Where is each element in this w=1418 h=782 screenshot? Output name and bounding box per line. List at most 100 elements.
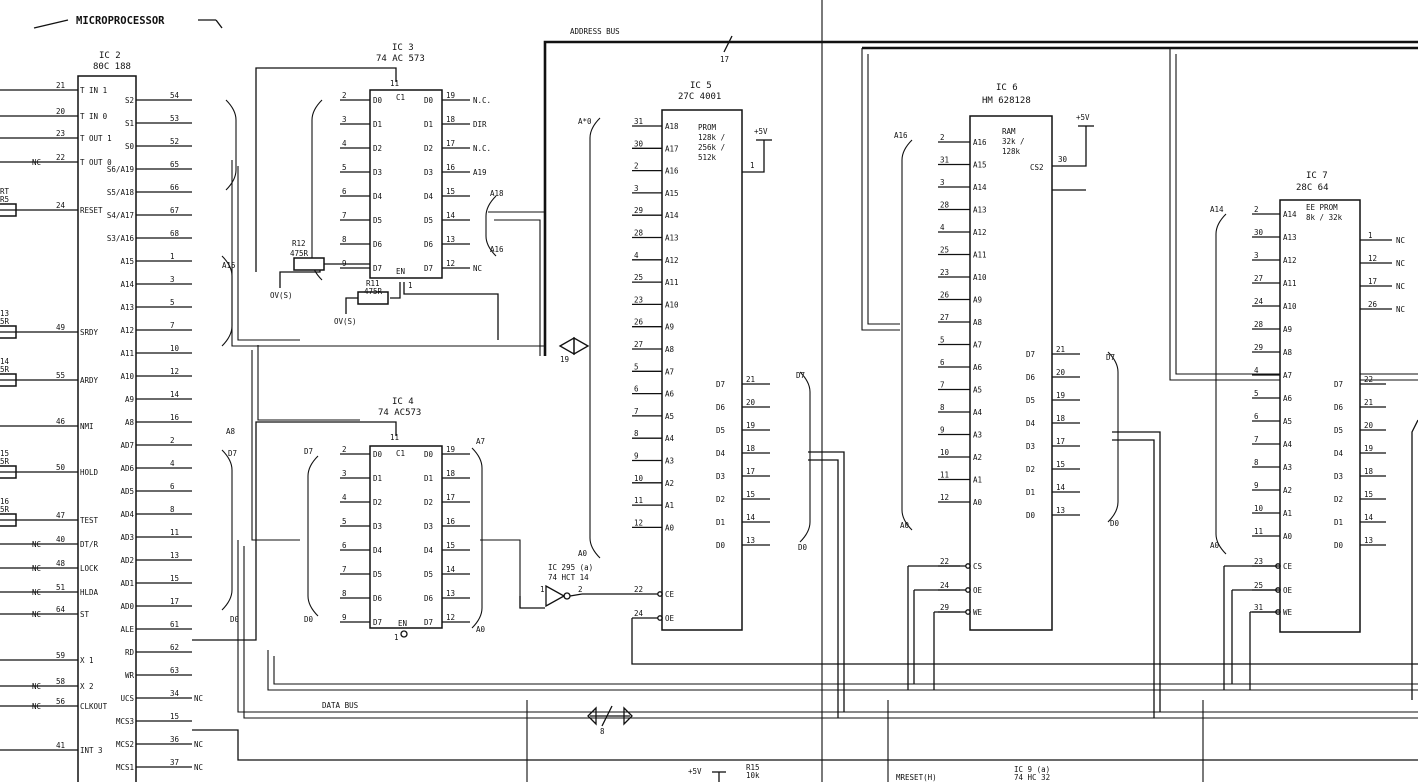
label-a0-c: A0 <box>900 521 910 530</box>
resistor-ref: 16 <box>0 497 10 506</box>
ic5-pin-6: 6A6 <box>632 385 675 399</box>
pin-name: A17 <box>665 144 679 153</box>
chip-description: 256k / <box>698 143 725 152</box>
pin-name: D1 <box>373 474 382 483</box>
pin-name: D6 <box>373 240 383 249</box>
label-a16-b: A16 <box>894 131 908 140</box>
pin-name: A13 <box>665 234 679 243</box>
pin-number: 66 <box>170 183 180 192</box>
pin-number: 23 <box>634 295 643 304</box>
pin-name: A9 <box>665 323 674 332</box>
label-d0-c: D0 <box>798 543 808 552</box>
bus-brackets: A15 A8 D7 D0 D7 D0 A7 A0 A18 A16 A*0 A0 … <box>221 99 1227 634</box>
pin-name: A15 <box>973 161 987 170</box>
ic6-type: HM 628128 <box>982 96 1031 106</box>
pin-number: 17 <box>1056 437 1065 446</box>
pin-name: A11 <box>120 349 134 358</box>
gate-type: 74 HCT 14 <box>548 573 589 582</box>
pin-number: 3 <box>1254 251 1259 260</box>
resistor-value: 5R <box>0 317 10 326</box>
pin-name: D2 <box>716 495 725 504</box>
pin-name: D5 <box>1334 426 1343 435</box>
pin-number: 15 <box>170 574 179 583</box>
label-a0-a: A0 <box>476 625 486 634</box>
bus-arrow-19: 19 <box>558 336 590 364</box>
pin-number: 12 <box>1368 254 1377 263</box>
ic2-body <box>77 75 137 782</box>
r15-ref: R15 <box>746 763 760 772</box>
pin-name: S6/A19 <box>107 165 134 174</box>
pin-name: X 2 <box>80 682 94 691</box>
pin-name: A15 <box>665 189 679 198</box>
ic3-pin-3: 3D1 <box>340 115 382 129</box>
pin-name: D7 <box>373 264 382 273</box>
pin-number: 10 <box>634 474 644 483</box>
ic5-vcc-label: +5V <box>754 127 768 136</box>
pin-name: LOCK <box>80 564 99 573</box>
ic7-pin-6: 6A5 <box>1252 412 1292 426</box>
ic7-pin-4: 4A7 <box>1252 366 1292 380</box>
pin-number: 15 <box>746 490 755 499</box>
ic7-nc-pin-1: 1NC <box>1360 231 1405 245</box>
ic2-pin-20: 20T IN 0 <box>0 107 108 121</box>
pin-note: NC <box>1396 259 1405 268</box>
pin-number: 7 <box>1254 435 1259 444</box>
pin-name: D5 <box>1026 396 1035 405</box>
pin-name: ST <box>80 610 90 619</box>
pin-number: 5 <box>342 163 347 172</box>
ic7-pin-7: 7A4 <box>1252 435 1293 449</box>
ovs-label-2: OV(S) <box>334 317 357 326</box>
pin-number: 4 <box>1254 366 1259 375</box>
pin-name: A6 <box>1283 394 1293 403</box>
pin-name: WR <box>125 671 135 680</box>
pin-number: 8 <box>170 505 175 514</box>
pin-name: ALE <box>120 625 134 634</box>
ic6-pin-6: 6A6 <box>938 358 983 372</box>
pin-note: NC <box>1396 236 1405 245</box>
pin-number: 2 <box>342 91 347 100</box>
pin-name: UCS <box>120 694 134 703</box>
pin-number: 30 <box>1254 228 1264 237</box>
r11-value: 475R <box>364 287 383 296</box>
pin-name: D2 <box>373 498 382 507</box>
label-d0-d: D0 <box>1110 519 1120 528</box>
pin-number: 23 <box>56 129 65 138</box>
pin-number: 48 <box>56 559 66 568</box>
pin-number: 18 <box>446 469 456 478</box>
ic7-left-pins: 2A1430A133A1227A1124A1028A929A84A75A66A5… <box>1252 205 1297 541</box>
pin-name: A8 <box>1283 348 1293 357</box>
pin-number: 30 <box>634 139 644 148</box>
pin-number: 5 <box>1254 389 1259 398</box>
pin-name: D3 <box>424 522 433 531</box>
pin-number: 28 <box>940 201 950 210</box>
pin-number: 8 <box>940 403 945 412</box>
pin-number: 14 <box>446 565 456 574</box>
ic7-ref: IC 7 <box>1306 171 1328 181</box>
pin-number: 23 <box>940 268 949 277</box>
pin-name: D0 <box>716 541 726 550</box>
label-a15: A15 <box>222 261 236 270</box>
bottom-vcc-label: +5V <box>688 767 702 776</box>
pin-name: A7 <box>1283 371 1292 380</box>
